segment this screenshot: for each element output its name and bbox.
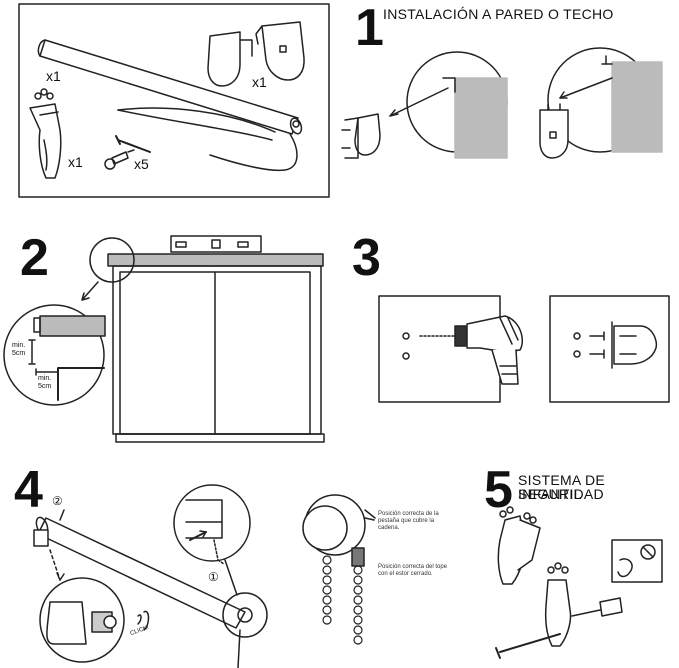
screw-plug-illustration (104, 135, 151, 170)
marker-one: ① (208, 570, 219, 584)
step-2-number: 2 (20, 229, 49, 287)
step-1-title: INSTALACIÓN A PARED O TECHO (383, 6, 614, 22)
clip-quantity: x1 (68, 154, 83, 170)
marker-two: ② (52, 494, 63, 508)
bracket-screws-illustration (573, 321, 658, 369)
note-stop-position: Posición correcta del tope con el estor … (378, 564, 448, 577)
step-5-number: 5 (484, 461, 513, 519)
drill-illustration (419, 315, 524, 385)
step-4-number: 4 (14, 461, 43, 519)
step-5-title-line1: SISTEMA DE SEGURIDAD (518, 472, 606, 502)
screws-quantity: x5 (134, 156, 149, 172)
safety-device-illustration (495, 506, 663, 659)
tube-quantity: x1 (46, 68, 61, 84)
min-distance-horizontal: min. 5cm (38, 375, 52, 390)
roller-tube-illustration (37, 39, 303, 172)
brackets-quantity: x1 (252, 74, 267, 90)
bracket-panel (549, 295, 670, 403)
brackets-illustration (207, 21, 305, 87)
step-5-title-line2: INFANTIL (518, 486, 582, 502)
chain-clip-illustration (29, 88, 62, 179)
window-illustration (3, 235, 325, 443)
contents-frame (18, 3, 330, 198)
tube-install-illustration (33, 484, 268, 668)
min-distance-vertical: min. 5cm (12, 342, 26, 357)
note-tab-position: Posición correcta de la pestaña que cubr… (378, 511, 439, 531)
chain-mechanism-illustration (302, 494, 376, 645)
step-3-number: 3 (352, 229, 381, 287)
step-1-number: 1 (355, 0, 384, 57)
